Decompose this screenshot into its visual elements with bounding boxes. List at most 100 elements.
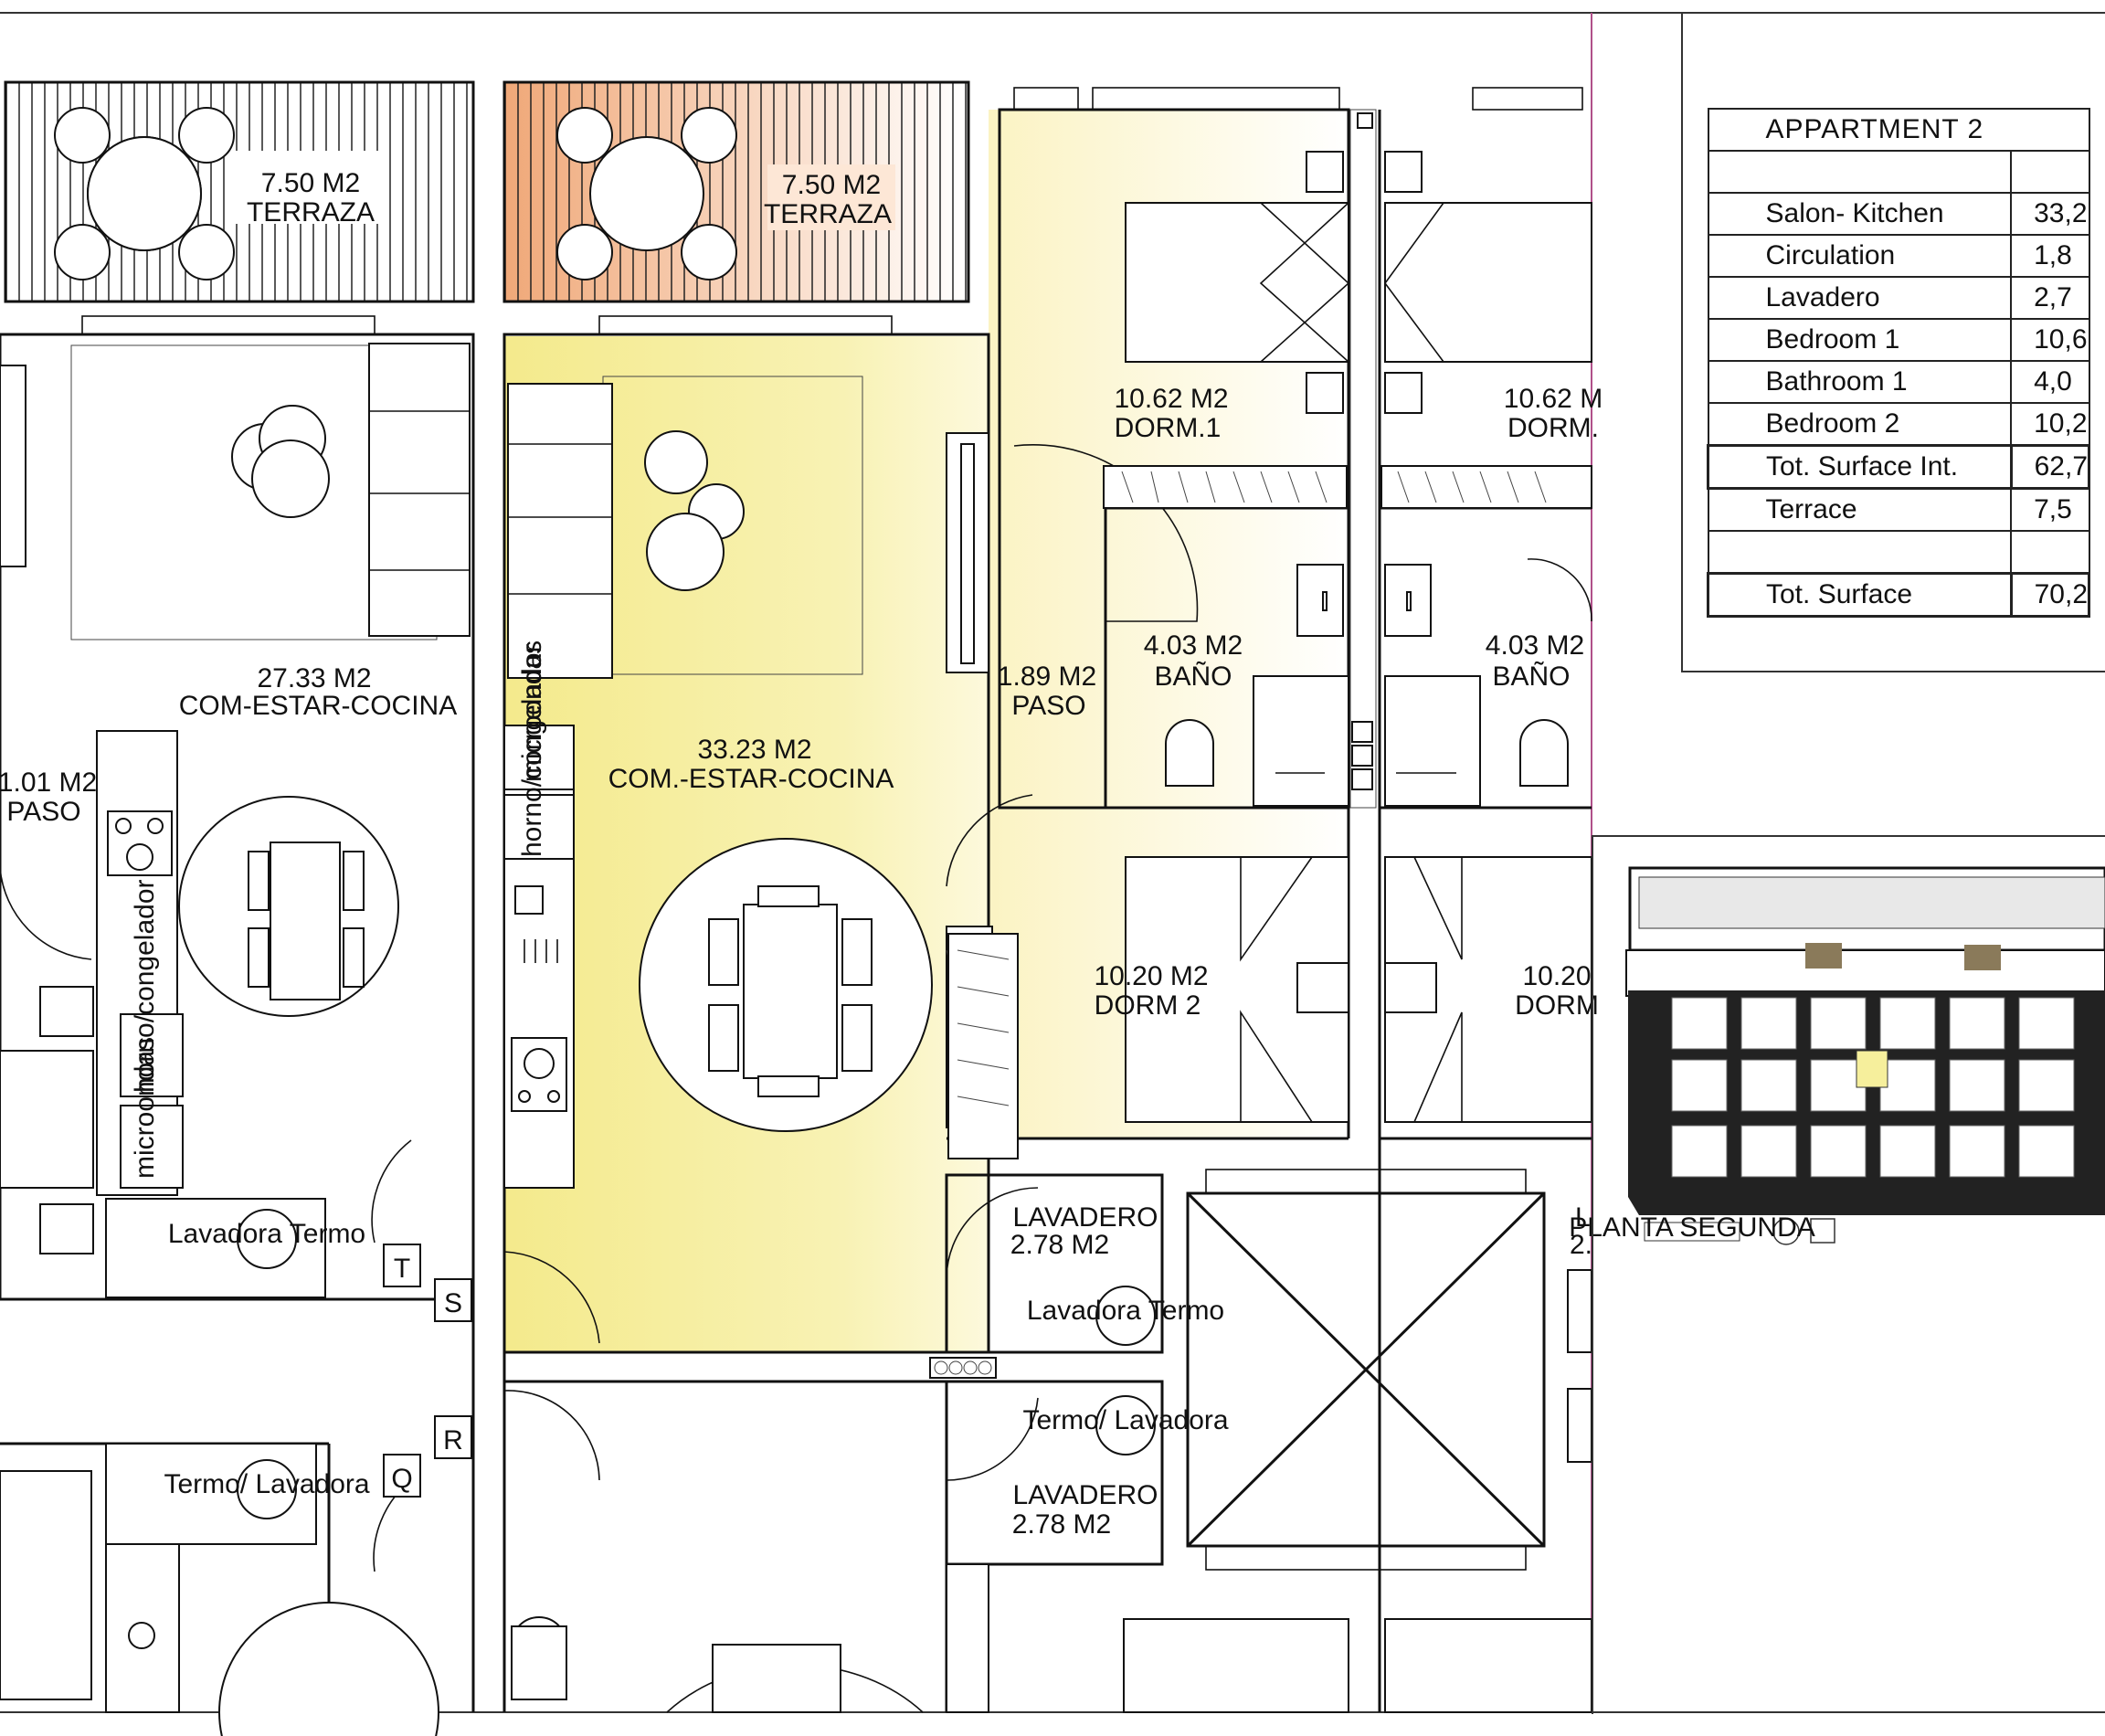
area-row-label: Bedroom 2 (1707, 402, 2013, 447)
dorm1-b-area: 10.62 M (1504, 384, 1603, 414)
area-row (1707, 530, 2090, 575)
com-left-name: COM-ESTAR-COCINA (179, 691, 457, 721)
washer-label: Lavadora Termo (1027, 1296, 1224, 1326)
lavadero-c-area: 2. (1570, 1230, 1592, 1260)
terrace-table-center (556, 107, 737, 281)
washer-label-left: Lavadora Termo (168, 1219, 365, 1249)
bano-b-area: 4.03 M2 (1486, 630, 1584, 661)
paso-left-area: 1.01 M2 (0, 767, 97, 798)
terrace-left-label-bg (225, 151, 389, 224)
center-dining (639, 838, 933, 1132)
com-center-area: 33.23 M2 (697, 735, 811, 765)
terraza-left-name: TERRAZA (247, 197, 375, 228)
bedroom-wardrobes (947, 465, 1592, 1159)
bathroom-fixtures (1165, 109, 1592, 809)
paso-center-name: PASO (1011, 691, 1085, 721)
stair-letter-s: S (444, 1288, 462, 1318)
com-left-area: 27.33 M2 (257, 663, 371, 693)
lavadero-b-name: LAVADERO (1013, 1480, 1158, 1510)
area-table-frame (1681, 13, 2105, 672)
left-dining (178, 796, 399, 1017)
terraza-left-area: 7.50 M2 (261, 168, 360, 198)
dorm2-a-area: 10.20 M2 (1094, 961, 1208, 991)
left-bath-and-utility (0, 867, 439, 1736)
terraza-center-name: TERRAZA (764, 199, 892, 229)
left-lounge (0, 343, 471, 640)
lavadero-b-area: 2.78 M2 (1012, 1509, 1111, 1540)
area-row-value (2010, 530, 2090, 575)
area-row-label: Tot. Surface (1707, 572, 2013, 618)
area-row-label: Tot. Surface Int. (1707, 444, 2013, 490)
paso-left-name: PASO (6, 797, 80, 827)
windows (81, 87, 1583, 1571)
stair-letter-r: R (443, 1425, 463, 1455)
boiler-label: Termo/ Lavadora (1022, 1405, 1228, 1435)
bano-a-name: BAÑO (1154, 661, 1232, 692)
area-row-label: Bathroom 1 (1707, 360, 2013, 404)
area-row-value: 33,2 (2010, 192, 2090, 236)
area-row-value: 62,7 (2009, 444, 2091, 490)
area-row-label: Bedroom 1 (1707, 318, 2013, 362)
area-row-value: 70,2 (2009, 572, 2091, 618)
microwave-label-left: microondas (130, 1037, 160, 1179)
area-row-value: 7,5 (2010, 487, 2090, 532)
area-row-value: 10,2 (2010, 402, 2090, 447)
area-row-value: 10,6 (2010, 318, 2090, 362)
area-row-value: 1,8 (2010, 234, 2090, 278)
terraza-center-area: 7.50 M2 (782, 170, 881, 200)
paso-center-area: 1.89 M2 (998, 662, 1096, 692)
area-row-label: Lavadero (1707, 276, 2013, 320)
area-row-label (1707, 530, 2013, 575)
area-row-label: Circulation (1707, 234, 2013, 278)
room-labels: 7.50 M2 TERRAZA 7.50 M2 TERRAZA 27.33 M2… (0, 168, 1603, 1540)
stair-markers: T S R Q (383, 1244, 472, 1498)
area-row-label: Terrace (1707, 487, 2013, 532)
terrace-center-label-bg (767, 164, 895, 230)
dorm2-a-name: DORM 2 (1095, 990, 1201, 1021)
area-row: Tot. Surface Int.62,7 (1707, 444, 2091, 490)
bano-a-area: 4.03 M2 (1144, 630, 1243, 661)
apartment-title: APPARTMENT 2 (1707, 108, 2090, 152)
site-plan-thumbnail: PLANTA SEGUNDA (1569, 866, 2105, 1245)
site-plan-caption: PLANTA SEGUNDA (1569, 1212, 1815, 1243)
area-row-label: Salon- Kitchen (1707, 192, 2013, 236)
com-center-name: COM.-ESTAR-COCINA (608, 764, 894, 794)
dorm1-b-name: DORM. (1507, 413, 1599, 443)
left-kitchen (96, 730, 184, 1196)
boiler-label-left: Termo/ Lavadora (164, 1469, 369, 1499)
site-plan-frame (1592, 835, 2105, 1714)
center-kitchen (503, 725, 575, 1189)
bedroom-beds (1123, 151, 1592, 1713)
stair-letter-q: Q (391, 1464, 412, 1494)
oven-label-center: horno/congelador (517, 643, 547, 857)
area-row-blank-top (1707, 150, 2013, 194)
center-lounge (507, 376, 989, 679)
bano-b-name: BAÑO (1492, 661, 1570, 692)
area-row-value: 2,7 (2010, 276, 2090, 320)
lavadero-appliances (1095, 1269, 1592, 1463)
microwave-label-center: microondas (517, 640, 547, 782)
area-row-value: 4,0 (2010, 360, 2090, 404)
oven-label-left: horno/congelador (130, 879, 160, 1093)
lavadero-c-name: L (1575, 1202, 1591, 1233)
terrace-table-left (54, 107, 235, 281)
dorm2-b-area: 10.20 (1522, 961, 1591, 991)
stair-letter-t: T (394, 1254, 410, 1284)
lavadero-a-area: 2.78 M2 (1010, 1230, 1109, 1260)
dorm2-b-name: DORM (1515, 990, 1599, 1021)
dorm1-a-name: DORM.1 (1115, 413, 1222, 443)
dorm1-a-area: 10.62 M2 (1114, 384, 1228, 414)
lavadero-a-name: LAVADERO (1013, 1202, 1158, 1233)
